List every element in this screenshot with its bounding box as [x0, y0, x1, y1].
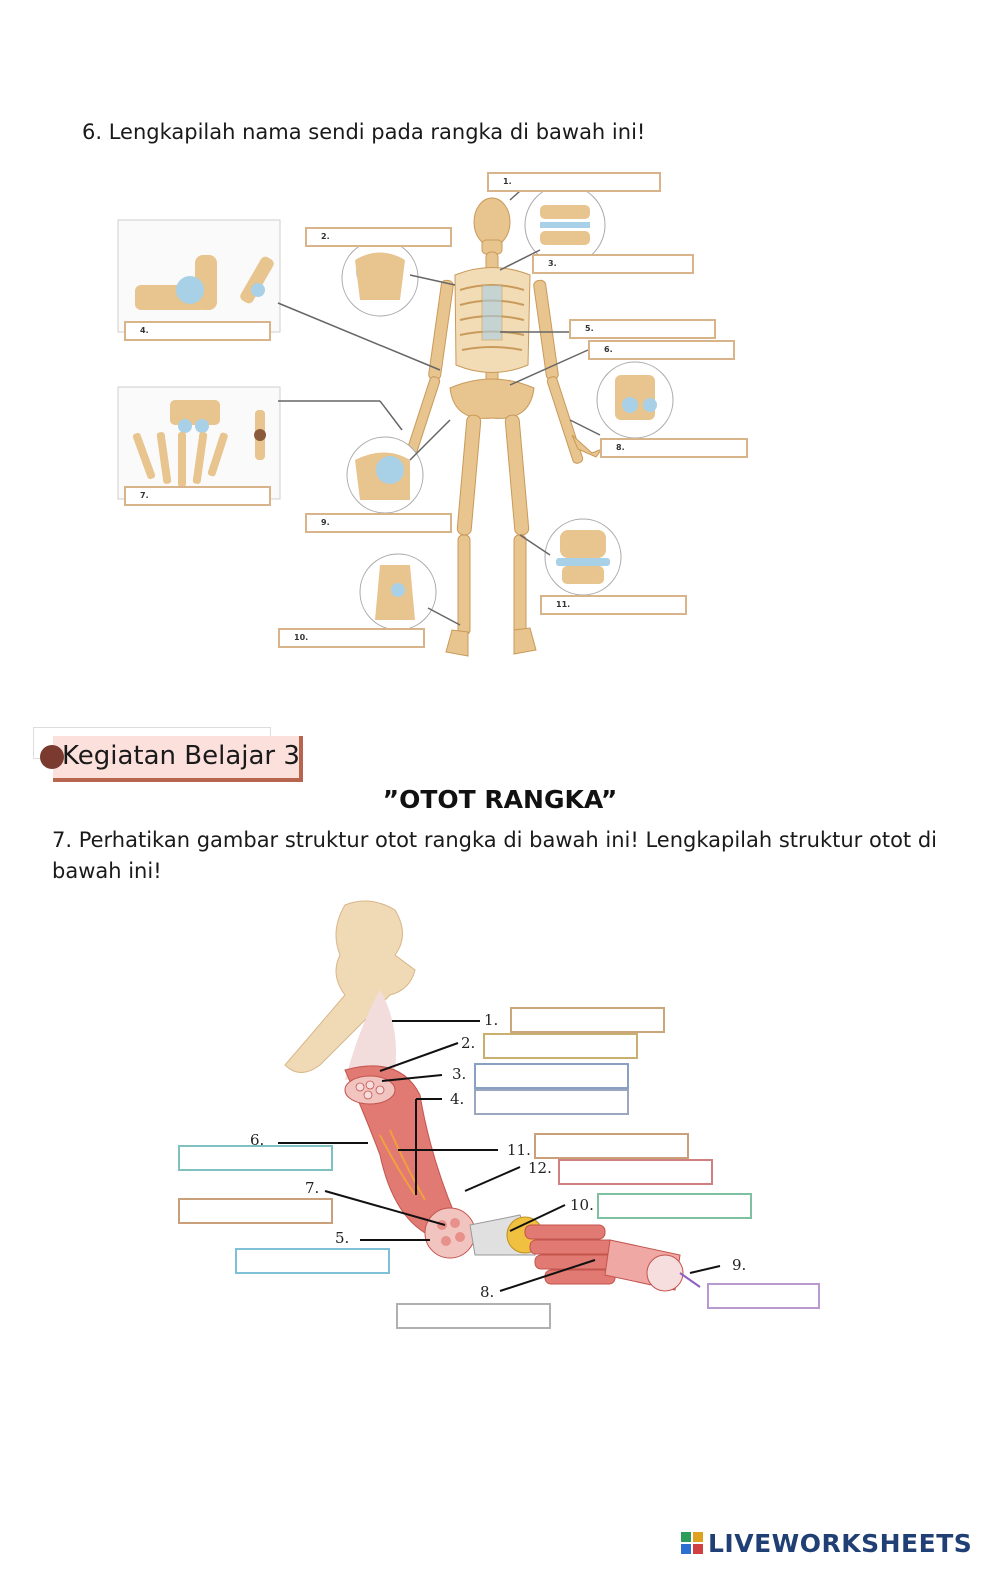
muscle-label-8: 8. [480, 1283, 494, 1301]
muscle-answer-box-11[interactable] [534, 1133, 689, 1159]
joint-box-number: 10. [294, 633, 308, 642]
joint-box-number: 11. [556, 600, 570, 609]
question-7-text: 7. Perhatikan gambar struktur otot rangk… [52, 825, 952, 887]
vertebra-inset [525, 185, 605, 265]
joint-answer-box-8[interactable]: 8. [600, 438, 748, 458]
section-title: Kegiatan Belajar 3 [62, 739, 300, 773]
ankle-inset [360, 554, 436, 630]
joint-box-number: 2. [321, 232, 330, 241]
muscle-answer-box-4[interactable] [474, 1089, 629, 1115]
wrist-inset [597, 362, 673, 438]
muscle-label-9: 9. [732, 1256, 746, 1274]
question-6-text: 6. Lengkapilah nama sendi pada rangka di… [82, 117, 882, 148]
muscle-answer-box-12[interactable] [558, 1159, 713, 1185]
muscle-label-4: 4. [450, 1090, 464, 1108]
joint-answer-box-5[interactable]: 5. [569, 319, 716, 339]
muscle-answer-box-10[interactable] [597, 1193, 752, 1219]
muscle-label-3: 3. [452, 1065, 466, 1083]
muscle-label-10: 10. [570, 1196, 594, 1214]
joint-box-number: 7. [140, 491, 149, 500]
fascicle-bundle [425, 1208, 700, 1291]
joint-box-number: 9. [321, 518, 330, 527]
joint-answer-box-4[interactable]: 4. [124, 321, 271, 341]
bullet-dot-icon [40, 745, 64, 769]
joint-box-number: 6. [604, 345, 613, 354]
section-subtitle: ”OTOT RANGKA” [0, 785, 1000, 814]
joint-answer-box-11[interactable]: 11. [540, 595, 687, 615]
liveworksheets-brand[interactable]: LIVEWORKSHEETS [680, 1528, 972, 1558]
muscle-answer-box-7[interactable] [178, 1198, 333, 1224]
joint-answer-box-6[interactable]: 6. [588, 340, 735, 360]
muscle-answer-box-8[interactable] [396, 1303, 551, 1329]
muscle-answer-box-2[interactable] [483, 1033, 638, 1059]
joint-answer-box-3[interactable]: 3. [532, 254, 694, 274]
muscle-label-7: 7. [305, 1179, 319, 1197]
muscle-label-1: 1. [484, 1011, 498, 1029]
shoulder-inset [342, 240, 418, 316]
muscle-answer-box-3[interactable] [474, 1063, 629, 1089]
joint-answer-box-1[interactable]: 1. [487, 172, 661, 192]
muscle-answer-box-5[interactable] [235, 1248, 390, 1274]
joint-answer-box-9[interactable]: 9. [305, 513, 452, 533]
joint-answer-box-2[interactable]: 2. [305, 227, 452, 247]
knee-inset [545, 519, 621, 595]
joint-box-number: 8. [616, 443, 625, 452]
joint-box-number: 5. [585, 324, 594, 333]
muscle-label-2: 2. [461, 1034, 475, 1052]
joint-box-number: 1. [503, 177, 512, 186]
joint-answer-box-10[interactable]: 10. [278, 628, 425, 648]
muscle-label-12: 12. [528, 1159, 552, 1177]
liveworksheets-logo-icon [680, 1531, 704, 1555]
brand-name: LIVEWORKSHEETS [708, 1529, 972, 1558]
muscle-label-11: 11. [507, 1141, 531, 1159]
skeletal-muscle-diagram: 1. 2. 3. 4. 5. 6. 7. 8. 9. 10. 11. 12. [170, 895, 830, 1340]
muscle-answer-box-6[interactable] [178, 1145, 333, 1171]
joint-answer-box-7[interactable]: 7. [124, 486, 271, 506]
muscle-answer-box-1[interactable] [510, 1007, 665, 1033]
skeleton-joint-diagram: 1. 2. 3. 4. 5. 6. 7. 8. 9. 10. 11. [110, 160, 760, 670]
muscle-label-5: 5. [335, 1229, 349, 1247]
hip-inset [347, 437, 423, 513]
joint-box-number: 3. [548, 259, 557, 268]
joint-box-number: 4. [140, 326, 149, 335]
muscle-answer-box-9[interactable] [707, 1283, 820, 1309]
